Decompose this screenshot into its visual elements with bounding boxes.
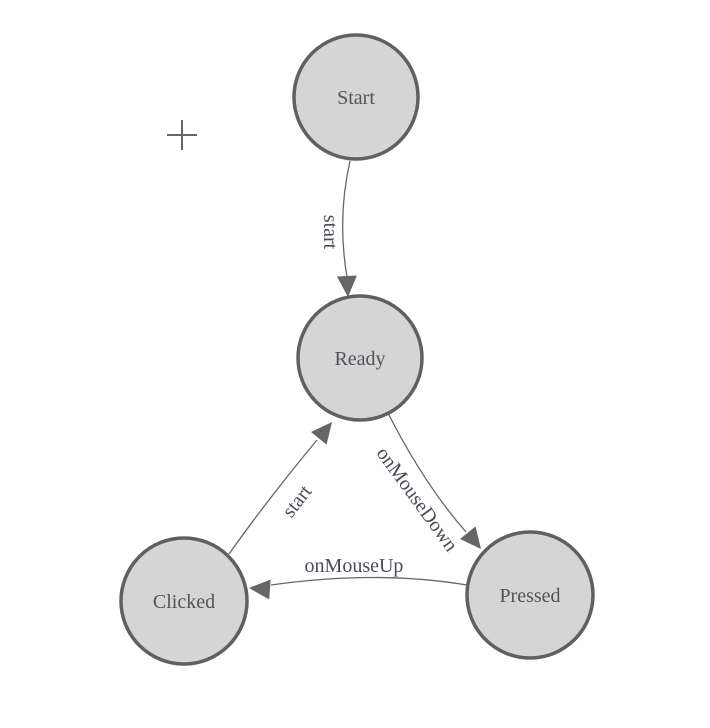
crosshair-cursor-icon: [167, 120, 197, 150]
arrowhead-icon: [460, 526, 481, 549]
state-circle: [296, 294, 424, 422]
arrowhead-icon: [336, 275, 357, 297]
transition-line: [228, 439, 318, 555]
state-node-clicked[interactable]: Clicked: [119, 536, 249, 666]
transition-start-to-ready[interactable]: start: [319, 160, 358, 298]
transition-clicked-to-ready[interactable]: start: [228, 416, 340, 555]
arrowhead-icon: [249, 579, 271, 600]
transition-label: onMouseUp: [305, 555, 404, 577]
state-node-pressed[interactable]: Pressed: [465, 530, 595, 660]
transition-line: [342, 160, 351, 278]
state-label: Start: [337, 87, 375, 109]
state-label: Ready: [334, 348, 385, 370]
transition-pressed-to-clicked[interactable]: onMouseUp: [248, 555, 468, 600]
transition-label: start: [278, 481, 317, 522]
state-label: Clicked: [153, 591, 215, 613]
state-label: Pressed: [499, 585, 560, 607]
arrowhead-icon: [311, 422, 332, 445]
state-circle: [465, 530, 595, 660]
transition-line: [387, 412, 467, 533]
transition-label: start: [319, 215, 341, 250]
state-circle: [292, 33, 420, 161]
state-node-ready[interactable]: Ready: [296, 294, 424, 422]
state-node-start[interactable]: Start: [292, 33, 420, 161]
transition-ready-to-pressed[interactable]: onMouseDown: [372, 412, 489, 556]
transition-line: [270, 576, 468, 586]
state-circle: [119, 536, 249, 666]
transition-label: onMouseDown: [372, 443, 462, 556]
